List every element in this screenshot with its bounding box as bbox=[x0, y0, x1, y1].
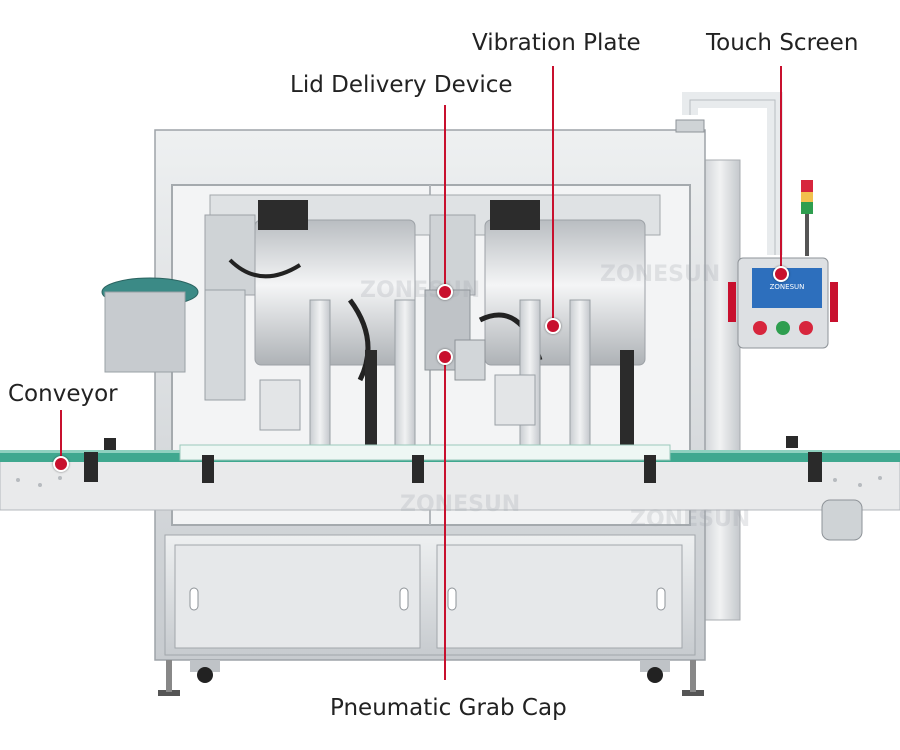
callout-pneumatic-grab: Pneumatic Grab Cap bbox=[330, 695, 567, 721]
cabinet-door-left bbox=[174, 544, 421, 649]
leader-line-touch-screen bbox=[780, 66, 782, 272]
touch-screen-panel bbox=[728, 257, 838, 349]
leader-line-vibration-plate bbox=[552, 66, 554, 324]
watermark: ZONESUN bbox=[400, 492, 521, 517]
signal-beacon bbox=[801, 180, 813, 256]
callout-lid-delivery: Lid Delivery Device bbox=[290, 72, 513, 98]
marker-touch-screen bbox=[773, 266, 789, 282]
watermark: ZONESUN bbox=[630, 507, 751, 532]
marker-lid-delivery bbox=[437, 284, 453, 300]
touch-screen-brand: ZONESUN bbox=[769, 283, 805, 291]
leader-line-conveyor bbox=[60, 410, 62, 462]
callout-conveyor: Conveyor bbox=[8, 381, 118, 407]
watermark: ZONESUN bbox=[360, 278, 481, 303]
marker-vibration-plate bbox=[545, 318, 561, 334]
marker-pneumatic-grab bbox=[437, 349, 453, 365]
callout-vibration-plate: Vibration Plate bbox=[472, 30, 641, 56]
leader-line-pneumatic-grab bbox=[444, 355, 446, 680]
cabinet-door-right bbox=[436, 544, 683, 649]
callout-touch-screen: Touch Screen bbox=[706, 30, 859, 56]
leader-line-lid-delivery bbox=[444, 105, 446, 290]
marker-conveyor bbox=[53, 456, 69, 472]
watermark: ZONESUN bbox=[600, 262, 721, 287]
lid-delivery-drum-right bbox=[484, 219, 646, 366]
